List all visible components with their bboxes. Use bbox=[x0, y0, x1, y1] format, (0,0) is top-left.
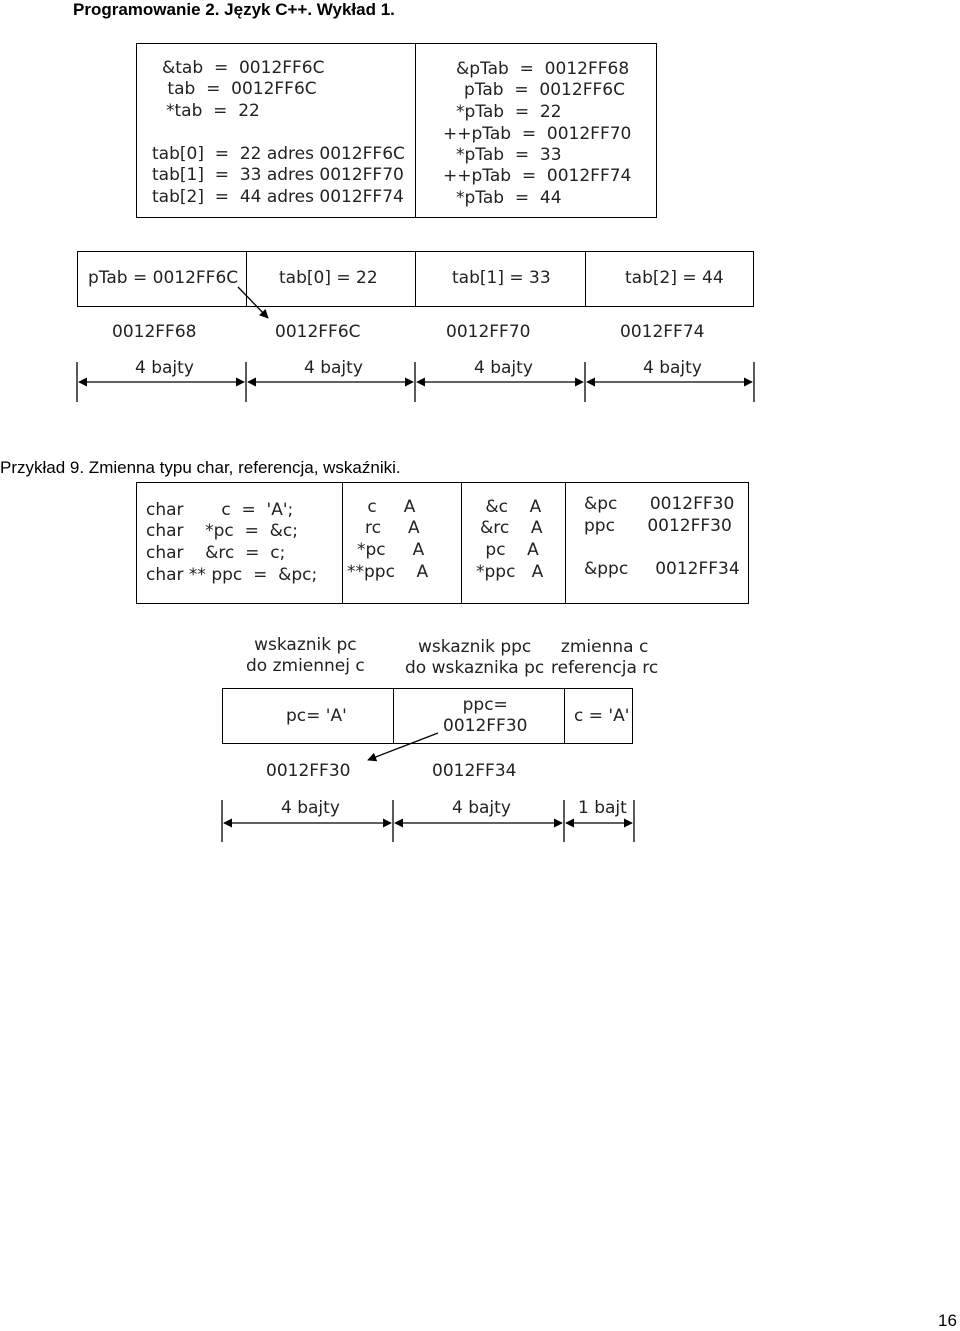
table2-value-line: *ppc A bbox=[476, 562, 544, 582]
table1-left-line-6: tab[2] = 44 adres 0012FF74 bbox=[152, 187, 404, 207]
table2-value-line: &rc A bbox=[480, 518, 543, 538]
memory1-size-label: 4 bajty bbox=[474, 358, 533, 378]
memory2-size-label: 4 bajty bbox=[452, 798, 511, 818]
table2-decl-line: char c = 'A'; bbox=[146, 500, 294, 520]
table2 bbox=[136, 482, 749, 604]
memory1-address: 0012FF6C bbox=[275, 322, 361, 342]
memory2-label-ppc: wskaznik ppc do wskaznika pc bbox=[405, 637, 545, 678]
table1-left-line-3: *tab = 22 bbox=[166, 101, 260, 121]
memory1-address: 0012FF70 bbox=[446, 322, 531, 342]
table2-address-line: &pc 0012FF30 bbox=[584, 494, 735, 514]
memory2-size-label: 4 bajty bbox=[281, 798, 340, 818]
memory1-cell-tab2: tab[2] = 44 bbox=[625, 268, 724, 288]
memory1-divider bbox=[246, 251, 247, 307]
table2-decl-line: char *pc = &c; bbox=[146, 521, 298, 541]
table2-value-line: **ppc A bbox=[347, 562, 429, 582]
memory2-address: 0012FF34 bbox=[432, 761, 517, 781]
table2-value-line: c A bbox=[362, 497, 416, 517]
table2-value-line: pc A bbox=[480, 540, 539, 560]
memory2-divider bbox=[393, 688, 394, 744]
table1 bbox=[136, 43, 657, 218]
table1-right-line-1: &pTab = 0012FF68 bbox=[456, 59, 630, 79]
page-header-title: Programowanie 2. Język C++. Wykład 1. bbox=[73, 0, 395, 19]
table1-right-line-6: ++pTab = 0012FF74 bbox=[443, 166, 632, 186]
table1-divider bbox=[415, 43, 416, 218]
table1-left-line-4: tab[0] = 22 adres 0012FF6C bbox=[152, 144, 405, 164]
memory2-cell-c: c = 'A' bbox=[574, 706, 630, 726]
memory1-address: 0012FF68 bbox=[112, 322, 197, 342]
table1-right-line-2: pTab = 0012FF6C bbox=[464, 80, 625, 100]
memory2-cell-ppc: ppc= 0012FF30 bbox=[443, 695, 528, 736]
memory2-label-pc: wskaznik pc do zmiennej c bbox=[246, 635, 365, 676]
table2-address-line: ppc 0012FF30 bbox=[584, 516, 732, 536]
example-caption: Przykład 9. Zmienna typu char, referencj… bbox=[0, 458, 401, 477]
table2-decl-line: char ** ppc = &pc; bbox=[146, 565, 318, 585]
table2-divider bbox=[565, 482, 566, 604]
pointer-arrow bbox=[237, 286, 269, 319]
table1-left-line-1: &tab = 0012FF6C bbox=[162, 58, 325, 78]
memory2-size-label: 1 bajt bbox=[578, 798, 627, 818]
table2-value-line: &c A bbox=[480, 497, 542, 517]
table2-value-line: *pc A bbox=[357, 540, 425, 560]
memory2-address: 0012FF30 bbox=[266, 761, 351, 781]
memory1-size-label: 4 bajty bbox=[135, 358, 194, 378]
table1-right-line-4: ++pTab = 0012FF70 bbox=[443, 124, 632, 144]
memory1-address: 0012FF74 bbox=[620, 322, 705, 342]
memory2-divider bbox=[564, 688, 565, 744]
table1-right-line-5: *pTab = 33 bbox=[456, 145, 562, 165]
memory2-cell-pc: pc= 'A' bbox=[286, 706, 347, 726]
table2-address-line: &ppc 0012FF34 bbox=[584, 559, 740, 579]
page-number: 16 bbox=[938, 1311, 957, 1330]
table1-right-line-3: *pTab = 22 bbox=[456, 102, 562, 122]
table1-left-line-5: tab[1] = 33 adres 0012FF70 bbox=[152, 165, 404, 185]
table1-left-line-2: tab = 0012FF6C bbox=[162, 79, 317, 99]
memory2-label-c: zmienna c referencja rc bbox=[551, 637, 659, 678]
memory1-cell-tab1: tab[1] = 33 bbox=[452, 268, 551, 288]
table2-divider bbox=[342, 482, 343, 604]
table2-value-line: rc A bbox=[365, 518, 420, 538]
memory1-size-label: 4 bajty bbox=[643, 358, 702, 378]
memory1-cell-tab0: tab[0] = 22 bbox=[279, 268, 378, 288]
memory1-divider bbox=[585, 251, 586, 307]
table2-decl-line: char &rc = c; bbox=[146, 543, 286, 563]
memory1-divider bbox=[415, 251, 416, 307]
pointer-arrow bbox=[367, 732, 439, 762]
table2-divider bbox=[461, 482, 462, 604]
memory1-size-label: 4 bajty bbox=[304, 358, 363, 378]
memory1-cell-ptab: pTab = 0012FF6C bbox=[88, 268, 239, 288]
table1-right-line-7: *pTab = 44 bbox=[456, 188, 562, 208]
